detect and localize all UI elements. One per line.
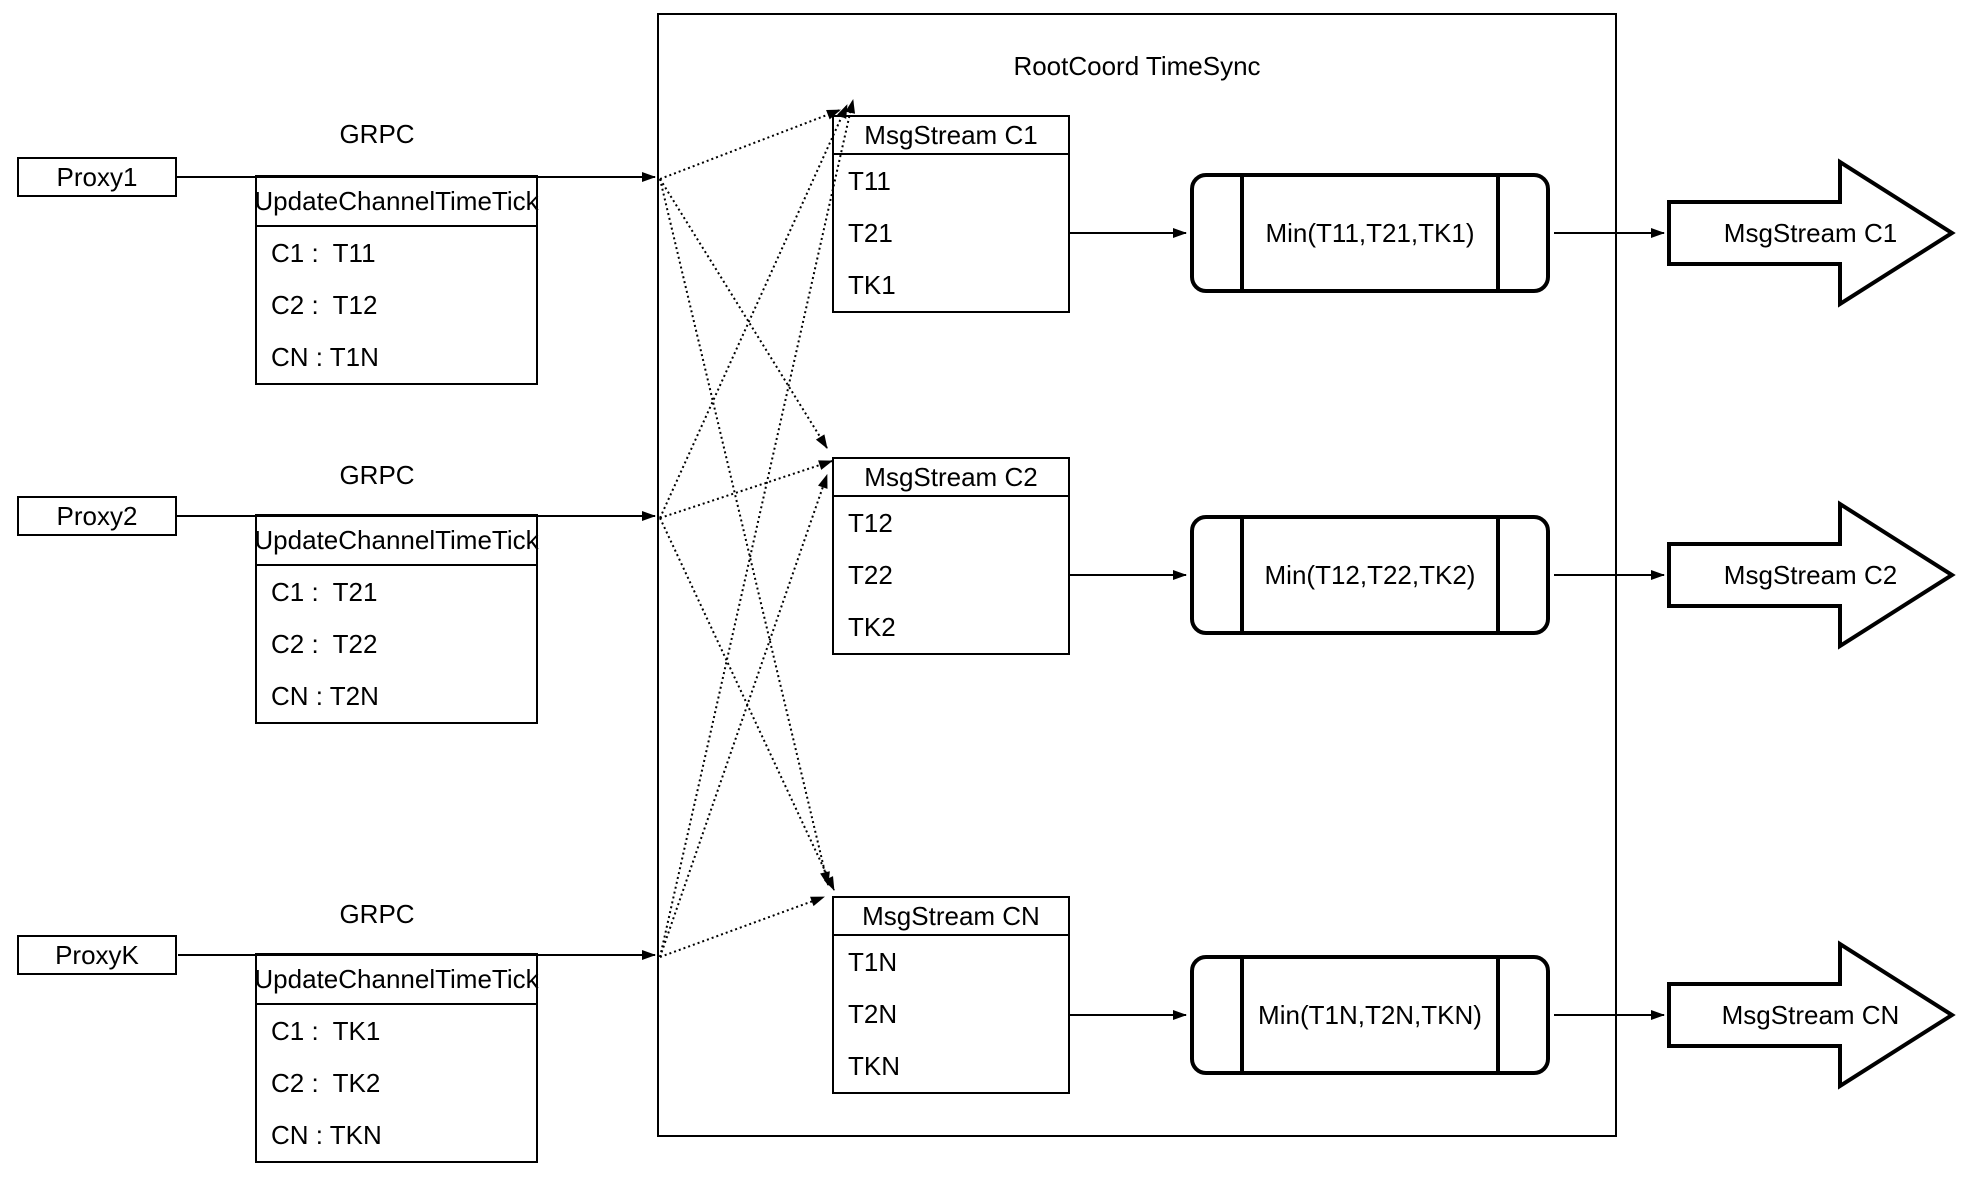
min-box: Min(T1N,T2N,TKN) — [1190, 955, 1550, 1075]
timetick-table: UpdateChannelTimeTick C1 : T11 C2 : T12 … — [254, 175, 539, 385]
timetick-row: C1 : T11 — [271, 237, 376, 268]
min-box-right-divider — [1496, 177, 1500, 289]
timetick-table: UpdateChannelTimeTick C1 : TK1 C2 : TK2 … — [254, 953, 539, 1163]
msgstream-table: MsgStream C2 T12 T22 TK2 — [832, 457, 1070, 655]
msgstream-row: T11 — [848, 165, 891, 196]
output-arrow-label: MsgStream C2 — [1723, 560, 1898, 590]
timetick-table-header: UpdateChannelTimeTick — [254, 955, 539, 1005]
msgstream-row: T12 — [848, 507, 893, 538]
min-box-right-divider — [1496, 519, 1500, 631]
min-label: Min(T12,T22,TK2) — [1264, 559, 1476, 590]
proxy-box: ProxyK — [17, 935, 177, 975]
proxy-label: Proxy1 — [56, 161, 138, 192]
msgstream-table: MsgStream CN T1N T2N TKN — [832, 896, 1070, 1094]
timetick-table-header: UpdateChannelTimeTick — [254, 177, 539, 227]
msgstream-row: T1N — [848, 946, 898, 977]
output-arrow-label: MsgStream CN — [1721, 1000, 1900, 1030]
timetick-table: UpdateChannelTimeTick C1 : T21 C2 : T22 … — [254, 514, 539, 724]
output-arrow-label: MsgStream C1 — [1723, 218, 1898, 248]
min-box: Min(T11,T21,TK1) — [1190, 173, 1550, 293]
timetick-row: C2 : T12 — [271, 289, 378, 320]
min-box-right-divider — [1496, 959, 1500, 1071]
timetick-row: C2 : T22 — [271, 628, 378, 659]
msgstream-table-header: MsgStream C1 — [834, 117, 1068, 155]
msgstream-row: T22 — [848, 559, 893, 590]
timetick-row: CN : TKN — [271, 1119, 382, 1150]
rootcoord-title: RootCoord TimeSync — [1013, 51, 1261, 81]
msgstream-row: TK1 — [848, 269, 896, 300]
proxy-label: Proxy2 — [56, 500, 138, 531]
min-box-left-divider — [1240, 177, 1244, 289]
timetick-table-header: UpdateChannelTimeTick — [254, 516, 539, 566]
proxy-label: ProxyK — [55, 939, 139, 970]
min-box-left-divider — [1240, 959, 1244, 1071]
msgstream-row: TKN — [848, 1050, 900, 1081]
min-box: Min(T12,T22,TK2) — [1190, 515, 1550, 635]
timetick-row: C1 : T21 — [271, 576, 378, 607]
timetick-row: CN : T2N — [271, 680, 379, 711]
timetick-row: CN : T1N — [271, 341, 379, 372]
proxy-box: Proxy2 — [17, 496, 177, 536]
min-label: Min(T1N,T2N,TKN) — [1258, 999, 1482, 1030]
timetick-row: C2 : TK2 — [271, 1067, 381, 1098]
proxy-box: Proxy1 — [17, 157, 177, 197]
grpc-label: GRPC — [339, 460, 415, 490]
min-label: Min(T11,T21,TK1) — [1265, 217, 1475, 248]
grpc-label: GRPC — [339, 899, 415, 929]
timetick-row: C1 : TK1 — [271, 1015, 381, 1046]
msgstream-table: MsgStream C1 T11 T21 TK1 — [832, 115, 1070, 313]
msgstream-table-header: MsgStream CN — [834, 898, 1068, 936]
msgstream-row: TK2 — [848, 611, 896, 642]
msgstream-table-header: MsgStream C2 — [834, 459, 1068, 497]
grpc-label: GRPC — [339, 119, 415, 149]
msgstream-row: T2N — [848, 998, 898, 1029]
msgstream-row: T21 — [848, 217, 893, 248]
min-box-left-divider — [1240, 519, 1244, 631]
